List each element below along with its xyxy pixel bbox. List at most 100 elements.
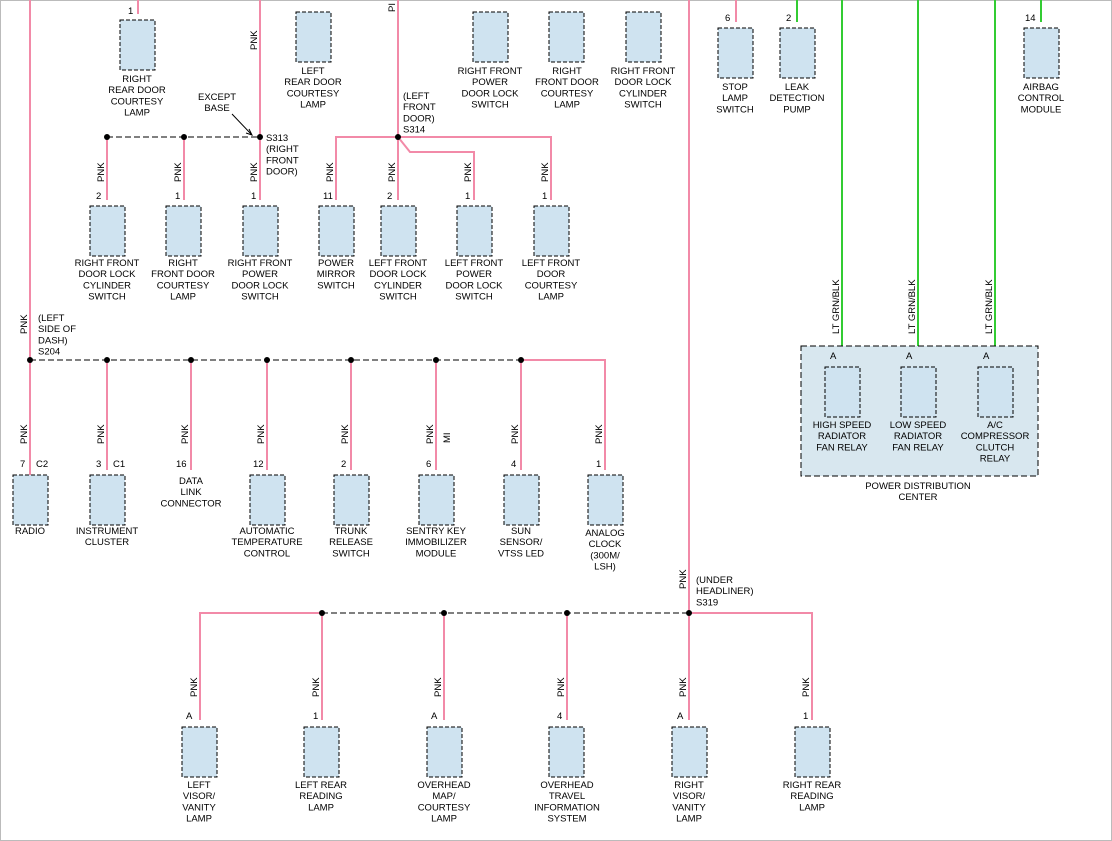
pin-label: A xyxy=(906,351,913,362)
connector-left-front-door-lock-cylinder-switch xyxy=(380,205,417,257)
label-line: CYLINDER xyxy=(83,280,131,291)
label-line: HEADLINER) xyxy=(696,586,754,597)
wire-color-label: LT GRN/BLK xyxy=(984,279,995,334)
label-line: CYLINDER xyxy=(374,280,422,291)
label-line: TRAVEL xyxy=(549,791,585,802)
connector-right-front-power-door-lock-switch-top xyxy=(472,11,509,63)
label-line: SENTRY KEY xyxy=(406,526,467,537)
label-line: DOOR LOCK xyxy=(369,269,427,280)
label-line: POWER xyxy=(456,269,492,280)
wire-color-label: PNK xyxy=(249,162,260,182)
label-line: RIGHT xyxy=(122,74,152,85)
label-line: COMPRESSOR xyxy=(961,431,1030,442)
label-line: READING xyxy=(790,791,833,802)
label-line: RIGHT FRONT xyxy=(228,258,293,269)
label-line: CENTER xyxy=(898,492,937,503)
label-line: INFORMATION xyxy=(534,802,600,813)
pin-label: 16 xyxy=(176,459,187,470)
connector-airbag-control-module xyxy=(1023,27,1060,79)
wire-color-label: PNK xyxy=(96,162,107,182)
wire-color-label: PNK xyxy=(510,424,521,444)
wire-analog-clock xyxy=(521,359,606,470)
connector-analog-clock xyxy=(587,474,624,526)
label-line: DASH) xyxy=(38,335,68,346)
label-line: S319 xyxy=(696,597,718,608)
pin-label: C2 xyxy=(36,459,48,470)
pin-label: 1 xyxy=(542,191,547,202)
pin-label: 11 xyxy=(323,191,333,202)
splice-dot xyxy=(104,357,110,363)
label-line: LEAK xyxy=(785,82,810,93)
wire-color-label: PI xyxy=(387,3,398,12)
splice-dot xyxy=(319,610,325,616)
pin-label: 2 xyxy=(341,459,346,470)
wire-color-label: PNK xyxy=(19,424,30,444)
label-line: SWITCH xyxy=(241,292,279,303)
connector-left-visor-vanity-lamp xyxy=(181,726,218,778)
label-line: LAMP xyxy=(300,100,326,111)
splice-dots xyxy=(27,134,692,616)
wire-color-label: PNK xyxy=(425,424,436,444)
label-line: VISOR/ xyxy=(183,791,216,802)
label-line: LEFT REAR xyxy=(295,780,347,791)
pin-label: 1 xyxy=(251,191,256,202)
label-line: LSH) xyxy=(594,562,616,573)
label-line: RIGHT xyxy=(168,258,198,269)
label-line: FRONT DOOR xyxy=(151,269,215,280)
label-line: SWITCH xyxy=(379,292,417,303)
connector-leak-detection-pump xyxy=(779,27,816,79)
label-line: MAP/ xyxy=(432,791,456,802)
pin-label: A xyxy=(830,351,837,362)
wire-lf-courtesy xyxy=(398,136,552,200)
connector-overhead-travel-information-system xyxy=(548,726,585,778)
connector-overhead-map-courtesy-lamp xyxy=(426,726,463,778)
label-line: DATA xyxy=(179,476,204,487)
label-line: COURTESY xyxy=(287,88,340,99)
label-line: RELAY xyxy=(980,454,1011,465)
pin-label: A xyxy=(983,351,990,362)
connector-ac-compressor-clutch-relay xyxy=(977,366,1014,418)
label-line: LEFT FRONT xyxy=(369,258,428,269)
wire-color-label: PNK xyxy=(19,314,30,334)
label-line: LEFT xyxy=(187,780,210,791)
pin-label: 1 xyxy=(175,191,180,202)
label-line: DOOR) xyxy=(403,113,435,124)
pin-label: 4 xyxy=(557,711,562,722)
label-line: SWITCH xyxy=(88,292,126,303)
wire-color-label: PNK xyxy=(463,162,474,182)
splice-dot xyxy=(564,610,570,616)
label-line: (RIGHT xyxy=(266,144,299,155)
connector-left-rear-door-courtesy-lamp xyxy=(295,11,332,63)
label-line: S204 xyxy=(38,347,60,358)
connector-right-front-power-door-lock-switch xyxy=(242,205,279,257)
label-line: DOOR xyxy=(537,269,566,280)
wire-color-label: LT GRN/BLK xyxy=(831,279,842,334)
wire-color-label: MI xyxy=(442,432,453,443)
label-line: SENSOR/ xyxy=(500,537,543,548)
wire-color-label: PNK xyxy=(678,569,689,589)
splice-dot xyxy=(348,357,354,363)
label-line: RELEASE xyxy=(329,537,373,548)
label-line: VANITY xyxy=(672,802,706,813)
connector-right-front-door-courtesy-lamp xyxy=(165,205,202,257)
connector-stop-lamp-switch xyxy=(717,27,754,79)
label-line: (LEFT xyxy=(403,91,430,102)
label-line: S314 xyxy=(403,125,425,136)
label-line: SIDE OF xyxy=(38,324,76,335)
connector-radio xyxy=(12,474,49,526)
